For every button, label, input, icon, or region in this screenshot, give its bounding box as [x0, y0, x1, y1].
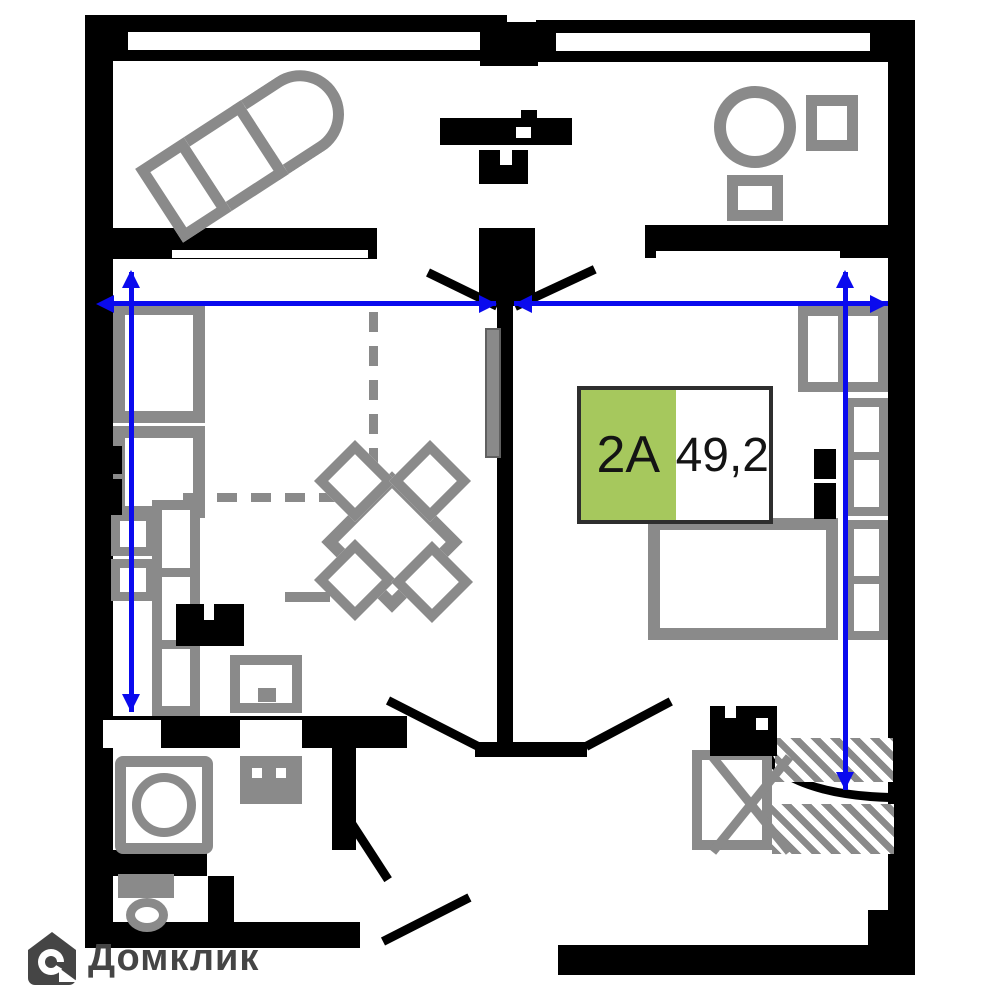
dimension-arrow-up [836, 270, 854, 288]
pixelated-room-label [516, 127, 531, 138]
domclick-watermark: Домклик [26, 930, 259, 986]
door-opening [240, 720, 302, 748]
dimension-arrow-right [479, 295, 497, 313]
dimension-arrow-up [122, 270, 140, 288]
door-swing-line [583, 697, 673, 751]
house-icon [26, 930, 78, 986]
stove-knob [258, 688, 276, 702]
dimension-line-horizontal-right [514, 301, 888, 306]
wall-center-partition [497, 302, 513, 750]
bed [648, 518, 838, 640]
wall-left-outer [85, 15, 113, 935]
door-opening [103, 720, 161, 748]
wardrobe-shelf-line [850, 452, 883, 460]
dimension-arrow-right [870, 295, 888, 313]
wardrobe-shelf-line [850, 576, 883, 584]
radiator-hatch [772, 804, 894, 854]
pixelated-room-label [725, 706, 736, 718]
wall-center-partition-stub [475, 742, 587, 757]
toilet-bowl [126, 898, 168, 932]
wall-right-step [868, 910, 915, 950]
closet-crossed [692, 750, 793, 855]
balcony-lounger [135, 53, 361, 243]
washing-machine [240, 756, 302, 804]
wall-top-center-join [480, 22, 538, 66]
pixelated-room-label [521, 110, 537, 120]
shelf-divider [838, 312, 847, 386]
wall-bathroom-toilet [85, 850, 207, 876]
washing-machine-knob [252, 768, 262, 778]
pixelated-wall-label-left [99, 479, 122, 515]
dashed-projection-line [369, 312, 378, 468]
dimension-arrow-down [122, 694, 140, 712]
radiator-hatch [775, 738, 893, 782]
window-slit [172, 250, 368, 258]
washing-machine-knob [276, 768, 286, 778]
pixelated-wall-label-right [814, 449, 836, 479]
bathtub-basin [132, 773, 196, 837]
wall-balcony-door-pier [479, 228, 535, 306]
wall-bottom-right [690, 945, 915, 975]
brand-name: Домклик [88, 936, 260, 979]
unit-id: 2A [581, 390, 676, 520]
pixelated-room-label [500, 150, 512, 165]
window-slit [556, 33, 870, 51]
pixelated-room-label [440, 118, 572, 145]
dimension-line-horizontal-left [104, 301, 496, 306]
table-leg-line [285, 592, 330, 602]
round-table [714, 86, 796, 168]
dimension-line-vertical-right [843, 272, 848, 790]
dashed-projection-line [183, 493, 373, 502]
stool [806, 95, 858, 151]
pixelated-room-label [710, 706, 777, 756]
wall-bathroom-hall [332, 748, 356, 850]
unit-area: 49,2 [675, 428, 769, 482]
pixelated-room-label [204, 604, 214, 620]
pixelated-wall-label-right [814, 483, 836, 519]
entrance-door-swing-line [380, 893, 472, 946]
chair [727, 175, 783, 221]
sofa [113, 303, 205, 423]
toilet-tank [118, 874, 174, 898]
window-slit [656, 251, 840, 259]
window-slit [128, 32, 480, 50]
dimension-arrow-left [514, 295, 532, 313]
bathtub [115, 756, 213, 854]
pixelated-wall-label-left [99, 446, 122, 474]
dimension-arrow-left [96, 295, 114, 313]
pixelated-mark [96, 526, 109, 546]
dimension-arrow-down [836, 772, 854, 790]
dimension-line-vertical-left [129, 272, 134, 712]
stove [230, 655, 302, 713]
wall-bottom-center [558, 945, 710, 975]
counter-shelf-line [156, 568, 196, 577]
unit-card[interactable]: 2A 49,2 [577, 386, 773, 524]
pixelated-room-label [756, 718, 768, 730]
glass-partition [485, 328, 501, 458]
